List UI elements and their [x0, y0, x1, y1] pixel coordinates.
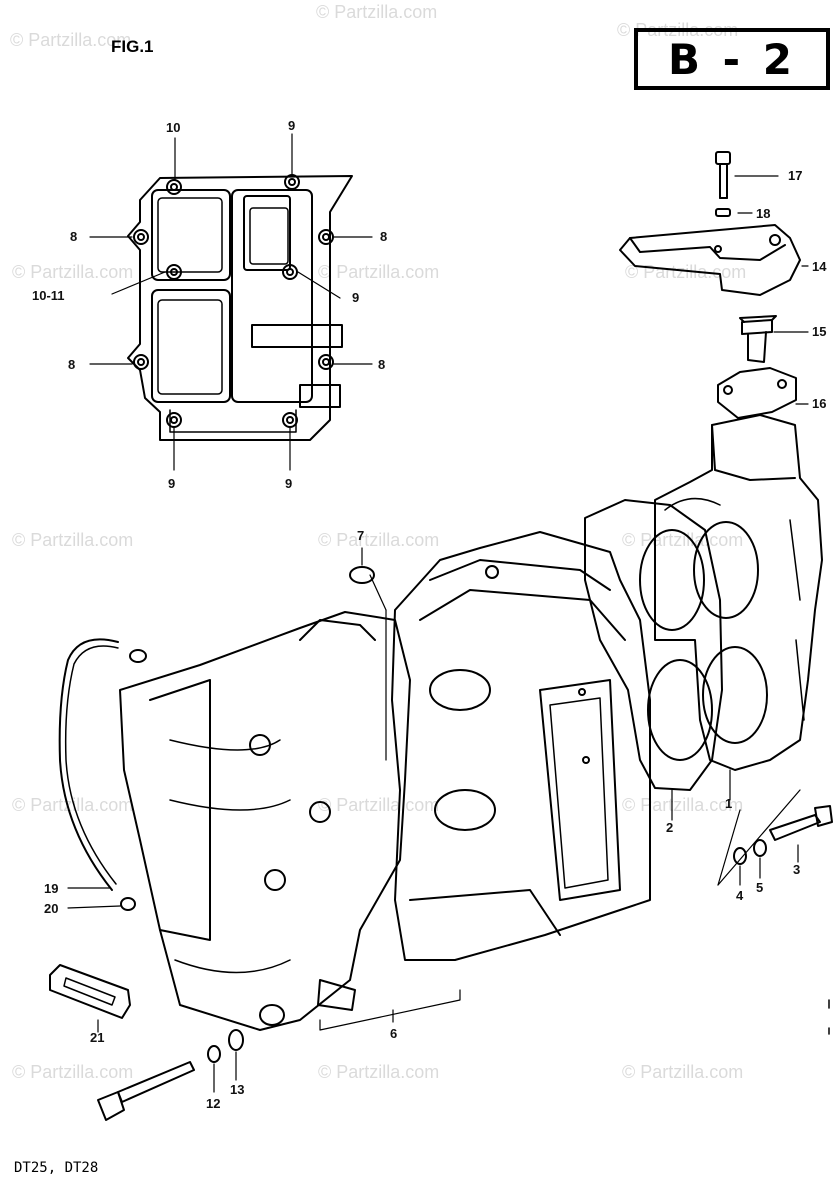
- dowel-pin-7: [349, 566, 375, 584]
- watermark: © Partzilla.com: [318, 530, 440, 550]
- bracket-14: [619, 224, 801, 296]
- crankcase: [119, 611, 411, 1031]
- watermark: © Partzilla.com: [622, 1062, 744, 1082]
- callout-18: 18: [756, 206, 771, 221]
- watermark: © Partzilla.com: [12, 530, 134, 550]
- washer-18: [715, 208, 731, 217]
- cylinder-head-1: [654, 414, 823, 771]
- callout-13: 13: [230, 1082, 245, 1097]
- watermark: © Partzilla.com: [316, 2, 438, 22]
- callout-8: 8: [68, 357, 76, 372]
- callout-8: 8: [380, 229, 388, 244]
- callout-3: 3: [793, 862, 801, 877]
- cylinder-block-6: [391, 531, 651, 961]
- callout-9: 9: [288, 118, 296, 133]
- washer-13: [228, 1029, 244, 1051]
- watermark: © Partzilla.com: [10, 30, 132, 50]
- callout-14: 14: [812, 259, 827, 274]
- bolt-long: [97, 1061, 195, 1121]
- callout-8: 8: [378, 357, 386, 372]
- gasket-16: [717, 367, 797, 419]
- watermark: © Partzilla.com: [12, 795, 134, 815]
- watermark: © Partzilla.com: [318, 262, 440, 282]
- callout-19: 19: [44, 881, 59, 896]
- callout-7: 7: [357, 528, 365, 543]
- bolt-3: [769, 805, 833, 841]
- head-gasket-2: [584, 499, 723, 791]
- callout-6: 6: [390, 1026, 398, 1041]
- callout-12: 12: [206, 1096, 221, 1111]
- callout-20: 20: [44, 901, 59, 916]
- callout-16: 16: [812, 396, 827, 411]
- callout-8: 8: [70, 229, 78, 244]
- watermark: © Partzilla.com: [318, 795, 440, 815]
- thermostat-15: [739, 315, 777, 363]
- callout-10-11: 10-11: [32, 288, 65, 303]
- washer-5: [753, 839, 767, 857]
- callout-10: 10: [166, 120, 181, 135]
- figure-label: FIG.1: [111, 37, 154, 56]
- hose-19: [58, 638, 119, 891]
- clip-20: [120, 897, 136, 911]
- inset-gasket: [89, 133, 373, 471]
- washer-12: [207, 1045, 221, 1063]
- callout-9: 9: [168, 476, 176, 491]
- callout-5: 5: [756, 880, 764, 895]
- washer-4: [733, 847, 747, 865]
- section-code-box: B - 2: [634, 28, 830, 90]
- watermark: © Partzilla.com: [622, 530, 744, 550]
- watermark: © Partzilla.com: [12, 1062, 134, 1082]
- clip-20: [129, 649, 147, 663]
- watermark: © Partzilla.com: [622, 795, 744, 815]
- bolt-17: [715, 151, 731, 199]
- callout-9: 9: [352, 290, 360, 305]
- callout-9: 9: [285, 476, 293, 491]
- model-footer: DT25, DT28: [14, 1160, 99, 1176]
- watermark: © Partzilla.com: [12, 262, 134, 282]
- callout-4: 4: [736, 888, 744, 903]
- callout-15: 15: [812, 324, 827, 339]
- callout-21: 21: [90, 1030, 105, 1045]
- watermark: © Partzilla.com: [318, 1062, 440, 1082]
- plate-21: [49, 964, 131, 1019]
- callout-1: 1: [725, 796, 733, 811]
- callout-17: 17: [788, 168, 803, 183]
- callout-2: 2: [666, 820, 674, 835]
